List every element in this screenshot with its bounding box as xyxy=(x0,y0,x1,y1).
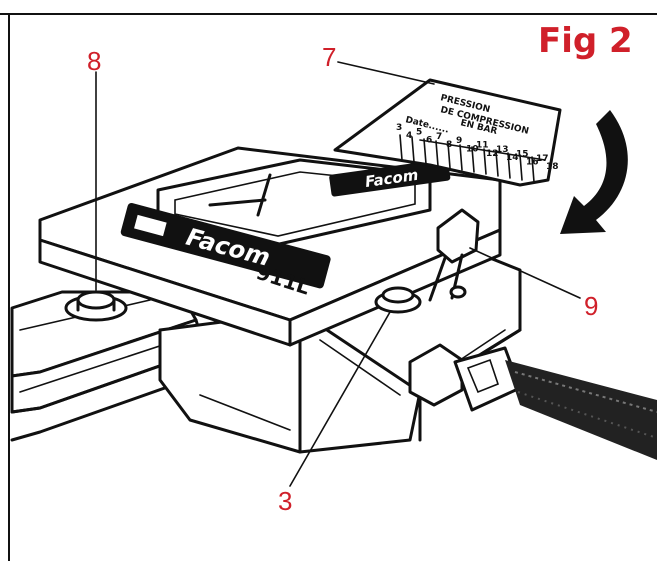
scale-tick-label: 4 xyxy=(406,131,412,141)
brand-plate-small: Facom xyxy=(329,158,451,197)
leader-lines xyxy=(95,61,581,487)
callout-3: 3 xyxy=(278,486,292,516)
scale-tick-label: 8 xyxy=(446,140,452,150)
scale-tick-label: 5 xyxy=(416,127,422,137)
release-lever xyxy=(428,208,480,302)
scale-tick-label: 16 xyxy=(526,158,539,168)
scale-tick-label: 7 xyxy=(436,132,442,142)
scale-tick-label: 15 xyxy=(516,149,529,159)
scale-tick-label: 12 xyxy=(486,149,499,159)
scale-tick-label: 3 xyxy=(396,123,402,133)
curved-arrow-icon xyxy=(560,110,628,234)
scale-tick-label: 9 xyxy=(456,136,462,146)
scale-tick-label: 6 xyxy=(426,136,432,146)
scale-tick-label: 11 xyxy=(476,141,489,151)
scale-tick-label: 10 xyxy=(466,144,479,154)
callout-8: 8 xyxy=(87,46,101,76)
callout-9: 9 xyxy=(584,291,598,321)
hose xyxy=(505,360,657,460)
rail-arm xyxy=(10,290,212,442)
scale-tick-label: 14 xyxy=(506,153,519,163)
screw-3 xyxy=(374,286,422,314)
callout-7: 7 xyxy=(322,42,336,72)
screw-8 xyxy=(64,290,128,322)
scale-tick-label: 17 xyxy=(536,154,549,164)
figure-label: Fig 2 xyxy=(538,21,633,61)
pressure-card: PRESSION DE COMPRESSION EN BAR Date.....… xyxy=(333,78,562,187)
hose-fitting xyxy=(408,343,522,412)
scale-tick-label: 13 xyxy=(496,145,509,155)
scale-tick-label: 18 xyxy=(546,162,559,172)
